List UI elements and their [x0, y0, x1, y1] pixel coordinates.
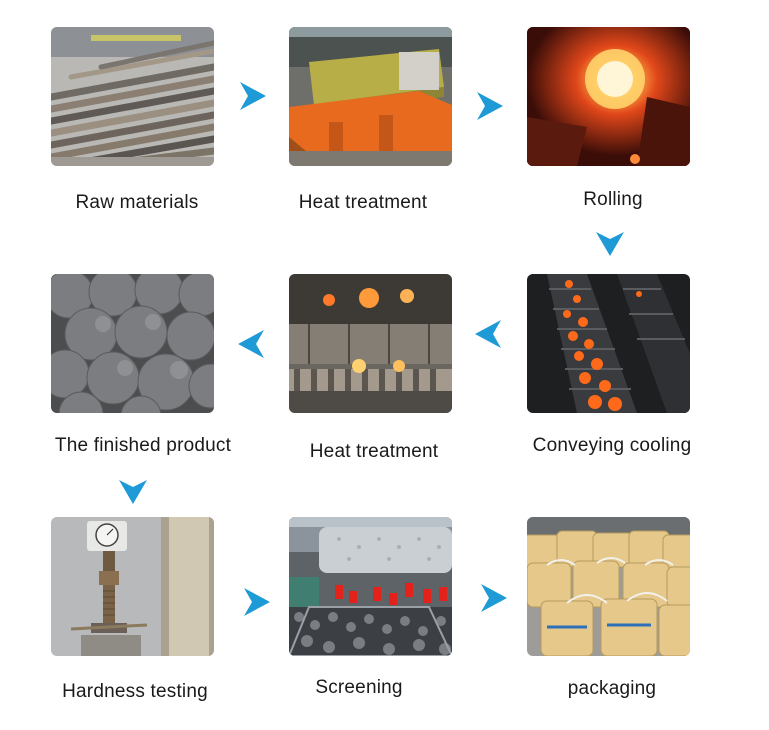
- arrow-right-icon: [240, 586, 272, 618]
- rolling-photo: [527, 27, 690, 166]
- packaging-photo: [527, 517, 690, 656]
- step-label-hardness-testing: Hardness testing: [62, 681, 208, 702]
- heat-treatment-quench-photo: [289, 274, 452, 413]
- hardness-testing-photo: [51, 517, 214, 656]
- arrow-right-icon: [236, 80, 268, 112]
- step-label-finished-product: The finished product: [54, 435, 232, 456]
- arrow-right-icon: [477, 582, 509, 614]
- arrow-right-icon: [473, 90, 505, 122]
- arrow-left-icon: [473, 318, 505, 350]
- arrow-down-icon: [117, 476, 149, 506]
- step-label-rolling: Rolling: [583, 189, 643, 210]
- step-label-raw-materials: Raw materials: [75, 192, 199, 213]
- heat-treatment-furnace-photo: [289, 27, 452, 166]
- finished-product-photo: [51, 274, 214, 413]
- step-label-heat-treatment-2: Heat treatment: [309, 441, 439, 462]
- arrow-down-icon: [594, 228, 626, 258]
- step-label-packaging: packaging: [567, 678, 657, 699]
- screening-photo: [289, 517, 452, 656]
- step-label-conveying-cooling: Conveying cooling: [532, 435, 692, 456]
- step-label-heat-treatment-1: Heat treatment: [298, 192, 428, 213]
- step-label-screening: Screening: [315, 677, 403, 698]
- conveying-cooling-photo: [527, 274, 690, 413]
- raw-materials-photo: [51, 27, 214, 166]
- arrow-left-icon: [236, 328, 268, 360]
